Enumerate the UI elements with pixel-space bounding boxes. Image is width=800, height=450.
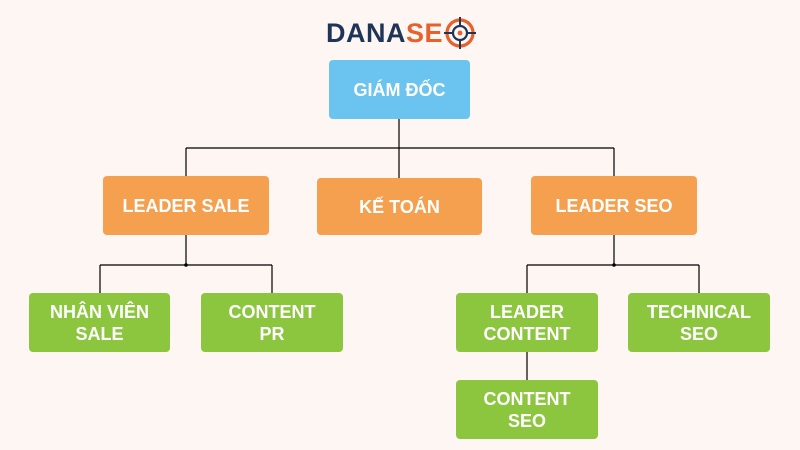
logo-wordmark: DANASE <box>326 16 443 50</box>
danaseo-logo: DANASE <box>326 16 477 50</box>
junction-dot <box>612 263 616 267</box>
node-leader-sale: LEADER SALE <box>103 176 269 235</box>
node-accountant: KẾ TOÁN <box>317 178 482 235</box>
node-content-seo: CONTENT SEO <box>456 380 598 439</box>
crosshair-target-icon <box>444 17 477 49</box>
node-leader-content: LEADER CONTENT <box>456 293 598 352</box>
logo-text-dana: DANA <box>326 18 406 48</box>
junction-dot <box>184 263 188 267</box>
node-content-pr: CONTENT PR <box>201 293 343 352</box>
logo-text-se: SE <box>406 18 444 48</box>
node-director: GIÁM ĐỐC <box>329 60 470 119</box>
node-technical-seo: TECHNICAL SEO <box>628 293 770 352</box>
node-sales-staff: NHÂN VIÊN SALE <box>29 293 170 352</box>
node-leader-seo: LEADER SEO <box>531 176 697 235</box>
